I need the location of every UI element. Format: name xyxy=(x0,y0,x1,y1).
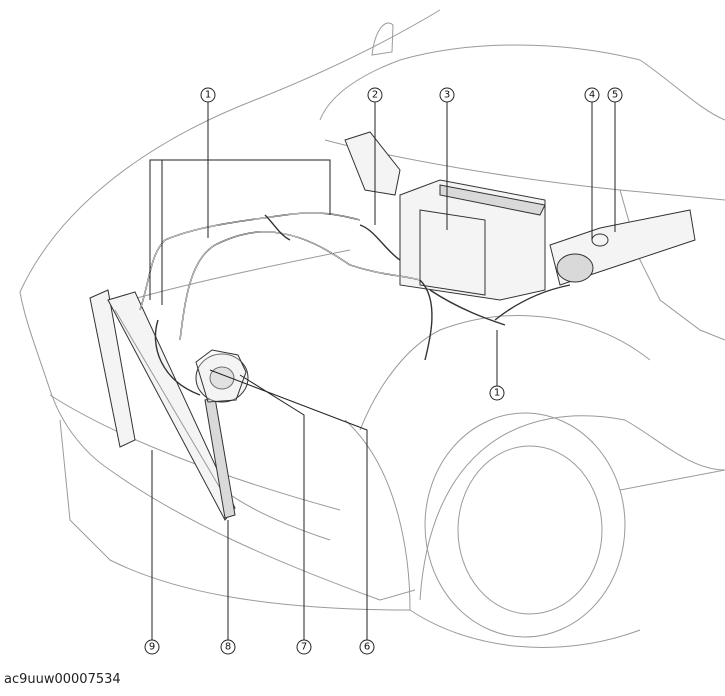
callout-circle xyxy=(200,87,216,103)
callout-label: 5 xyxy=(612,90,618,101)
ac-unit xyxy=(344,131,546,301)
callout-circle xyxy=(367,87,383,103)
callout-label: 9 xyxy=(149,642,155,653)
figure-id-caption: ac9uuw00007534 xyxy=(4,672,121,687)
callout-label: 8 xyxy=(225,642,231,653)
refrigerant-hoses xyxy=(139,212,571,396)
callout-circle xyxy=(439,87,455,103)
callout-label: 4 xyxy=(589,90,595,101)
callout-circle xyxy=(584,87,600,103)
callout-c5: 5 xyxy=(607,87,623,103)
callout-label: 1 xyxy=(205,90,211,101)
callout-circle xyxy=(489,385,505,401)
callout-circle xyxy=(607,87,623,103)
callout-circle xyxy=(144,639,160,655)
condenser xyxy=(89,289,236,521)
callout-label: 2 xyxy=(372,90,378,101)
callout-c3: 3 xyxy=(439,87,455,103)
leader-lines xyxy=(149,102,616,640)
callout-c6: 6 xyxy=(359,639,375,655)
callout-circle xyxy=(359,639,375,655)
callout-label: 6 xyxy=(364,642,370,653)
callout-circle xyxy=(220,639,236,655)
callout-circle xyxy=(296,639,312,655)
callout-c4: 4 xyxy=(584,87,600,103)
callout-label: 3 xyxy=(444,90,450,101)
compressor xyxy=(195,349,249,403)
blower-assembly xyxy=(549,209,696,286)
callout-c9: 9 xyxy=(144,639,160,655)
callout-c7: 7 xyxy=(296,639,312,655)
callout-c1a: 1 xyxy=(200,87,216,103)
callout-c1b: 1 xyxy=(489,385,505,401)
callout-label: 7 xyxy=(301,642,307,653)
callout-c8: 8 xyxy=(220,639,236,655)
callout-label: 1 xyxy=(494,388,500,399)
callout-c2: 2 xyxy=(367,87,383,103)
